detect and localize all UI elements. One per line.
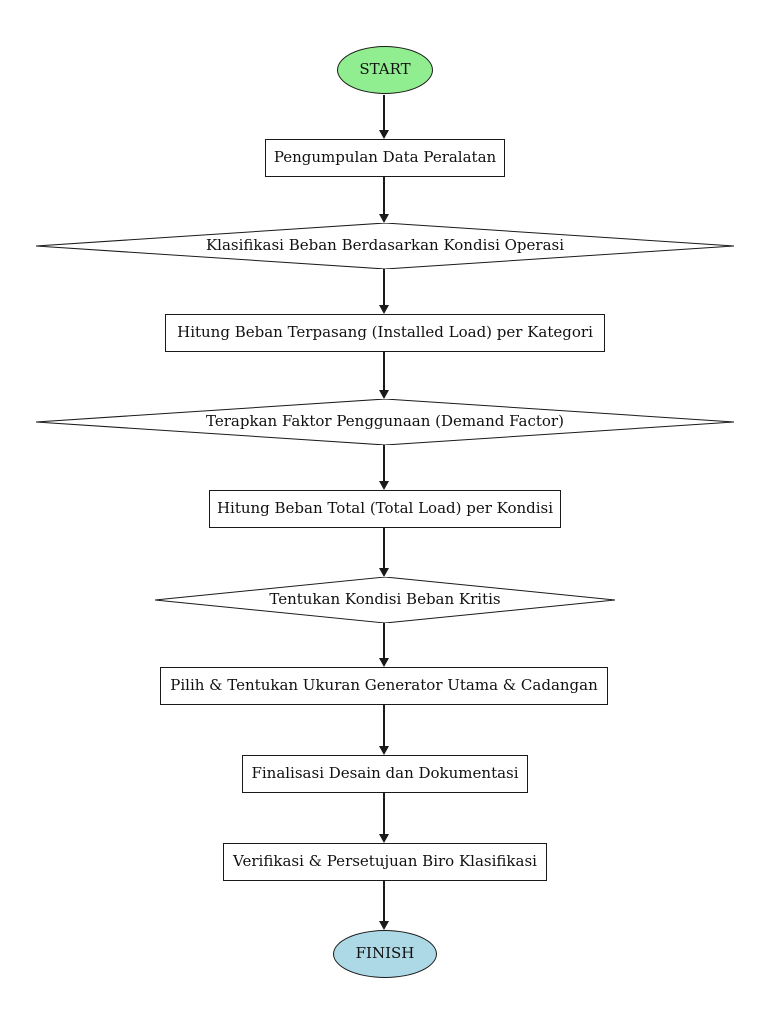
node-select-generator: Pilih & Tentukan Ukuran Generator Utama … [160, 667, 608, 705]
decision-label: Klasifikasi Beban Berdasarkan Kondisi Op… [205, 236, 565, 255]
arrow-connector [379, 445, 389, 490]
diamond-shape [36, 399, 734, 445]
diamond-shape [36, 223, 734, 269]
decision-label: Terapkan Faktor Penggunaan (Demand Facto… [206, 412, 564, 431]
node-verification: Verifikasi & Persetujuan Biro Klasifikas… [223, 843, 547, 881]
arrow-connector [379, 352, 389, 399]
node-critical-condition: Tentukan Kondisi Beban Kritis [155, 577, 615, 623]
node-classify-load: Klasifikasi Beban Berdasarkan Kondisi Op… [36, 223, 734, 269]
arrow-connector [379, 177, 389, 223]
arrow-connector [379, 528, 389, 577]
node-finish: FINISH [333, 930, 437, 978]
diamond-shape [155, 577, 615, 623]
node-demand-factor: Terapkan Faktor Penggunaan (Demand Facto… [36, 399, 734, 445]
node-finalize-design: Finalisasi Desain dan Dokumentasi [242, 755, 528, 793]
arrow-connector [379, 705, 389, 755]
node-collect-data: Pengumpulan Data Peralatan [265, 139, 505, 177]
arrow-connector [379, 95, 389, 139]
arrow-connector [379, 269, 389, 314]
arrow-connector [379, 881, 389, 930]
arrow-connector [379, 623, 389, 667]
arrow-connector [379, 793, 389, 843]
node-total-load: Hitung Beban Total (Total Load) per Kond… [209, 490, 561, 528]
decision-label: Tentukan Kondisi Beban Kritis [269, 590, 501, 609]
node-start: START [337, 46, 433, 94]
node-installed-load: Hitung Beban Terpasang (Installed Load) … [165, 314, 605, 352]
